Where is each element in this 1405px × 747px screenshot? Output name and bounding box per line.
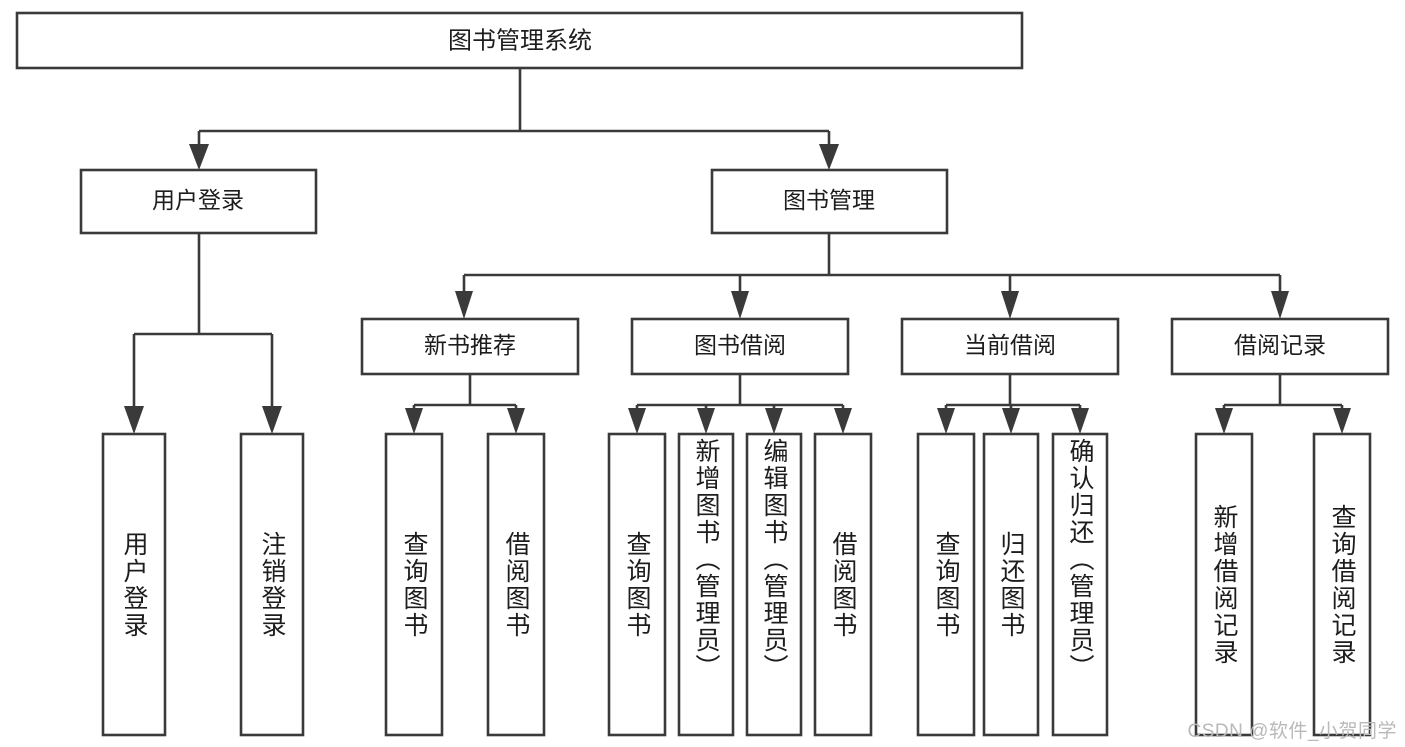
arrow-head-book-borrow (731, 291, 749, 319)
node-leaf-logout-box[interactable] (239, 432, 305, 737)
node-leaf-return-book-box[interactable] (982, 432, 1040, 737)
arrow-head-leaf-borrow-book-2 (834, 408, 852, 434)
arrow-head-leaf-query-book-1 (405, 408, 423, 434)
node-book-manage[interactable]: 图书管理 (710, 168, 949, 235)
node-user-login-label: 用户登录 (152, 187, 244, 213)
node-book-manage-box[interactable] (710, 168, 949, 235)
arrow-head-leaf-user-login (124, 406, 144, 434)
arrow-head-current-borrow (1001, 291, 1019, 319)
arrow-head-leaf-edit-book (765, 408, 783, 434)
node-leaf-query-book-1-box[interactable] (384, 432, 444, 737)
arrow-head-new-book-rec (455, 291, 473, 319)
connector-group-book-borrow (628, 374, 852, 434)
arrow-head-leaf-add-book (697, 408, 715, 434)
arrow-head-leaf-add-record (1215, 408, 1233, 434)
arrow-head-leaf-logout (262, 406, 282, 434)
node-borrow-record-box[interactable] (1170, 317, 1390, 376)
node-current-borrow[interactable]: 当前借阅 (900, 317, 1120, 376)
arrow-head-borrow-record (1271, 291, 1289, 319)
node-leaf-query-book-2-box[interactable] (607, 432, 667, 737)
arrow-head-book-manage (819, 144, 839, 170)
node-user-login[interactable]: 用户登录 (79, 168, 318, 235)
node-leaf-add-book-box[interactable] (677, 432, 735, 737)
node-book-manage-label: 图书管理 (783, 187, 875, 213)
node-borrow-record-label: 借阅记录 (1234, 332, 1326, 358)
node-root[interactable]: 图书管理系统 (15, 11, 1024, 70)
node-new-book-rec-box[interactable] (360, 317, 580, 376)
arrow-head-leaf-query-book-2 (628, 408, 646, 434)
node-new-book-rec-label: 新书推荐 (424, 332, 516, 358)
node-leaf-borrow-book-2-box[interactable] (813, 432, 873, 737)
node-leaf-edit-book-box[interactable] (745, 432, 803, 737)
node-book-borrow[interactable]: 图书借阅 (630, 317, 850, 376)
watermark-text: CSDN @软件_小贺同学 (1187, 721, 1397, 742)
arrow-head-leaf-confirm-return (1071, 408, 1089, 434)
arrow-head-leaf-query-book-3 (937, 408, 955, 434)
node-borrow-record[interactable]: 借阅记录 (1170, 317, 1390, 376)
node-root-label: 图书管理系统 (448, 27, 592, 54)
arrow-head-user-login (189, 144, 209, 170)
connector-group-borrow-record (1215, 374, 1351, 434)
node-leaf-query-book-3-box[interactable] (916, 432, 976, 737)
node-user-login-box[interactable] (79, 168, 318, 235)
node-book-borrow-label: 图书借阅 (694, 332, 786, 358)
node-new-book-rec[interactable]: 新书推荐 (360, 317, 580, 376)
connector-group-current-borrow (937, 374, 1089, 434)
connector-group-user-login (124, 233, 282, 434)
connector-group-root (189, 68, 839, 170)
node-current-borrow-box[interactable] (900, 317, 1120, 376)
node-leaf-query-record-box[interactable] (1312, 432, 1372, 737)
connector-group-new-book-rec (405, 374, 525, 434)
node-book-borrow-box[interactable] (630, 317, 850, 376)
arrow-head-leaf-return-book (1002, 408, 1020, 434)
connector-group-book-manage (455, 233, 1289, 319)
node-root-box[interactable] (15, 11, 1024, 70)
arrow-head-leaf-borrow-book-1 (507, 408, 525, 434)
node-leaf-user-login-box[interactable] (101, 432, 167, 737)
node-current-borrow-label: 当前借阅 (964, 332, 1056, 358)
node-leaf-borrow-book-1-box[interactable] (486, 432, 546, 737)
arrow-head-leaf-query-record (1333, 408, 1351, 434)
node-leaf-confirm-return-box[interactable] (1051, 432, 1109, 737)
node-leaf-add-record-box[interactable] (1194, 432, 1254, 737)
